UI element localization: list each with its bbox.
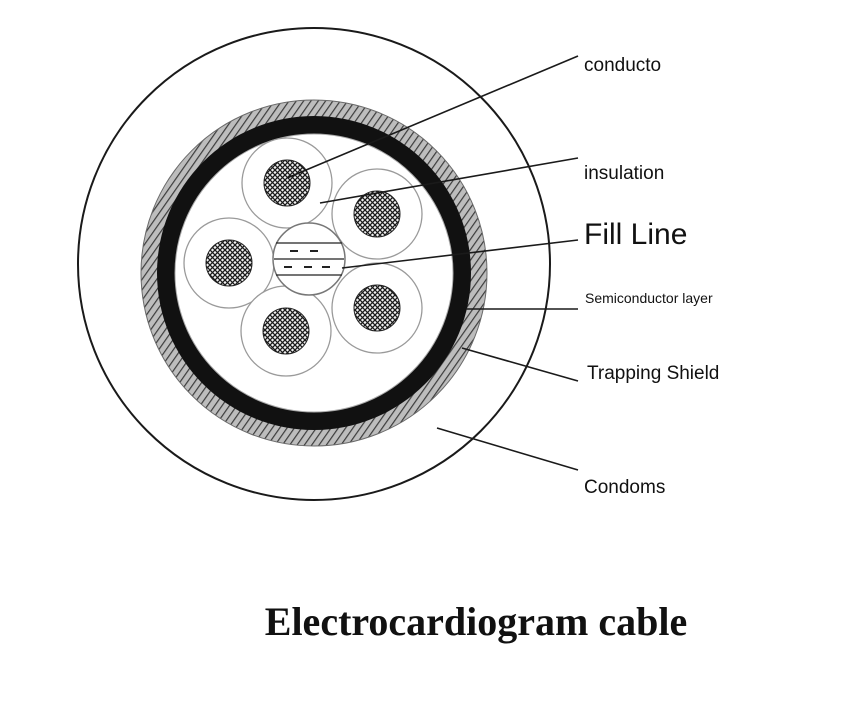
leader-insulation	[319, 157, 579, 204]
diagram-title: Electrocardiogram cable	[264, 599, 688, 644]
conductor-bottom	[240, 285, 332, 377]
label-semiconductor-layer: Semiconductor layer	[585, 290, 713, 306]
conductor-top	[241, 137, 333, 229]
conductor-left	[183, 217, 275, 309]
leader-conductor	[286, 55, 579, 179]
conductor-right-bottom	[331, 262, 423, 354]
label-condoms: Condoms	[584, 477, 666, 498]
leader-lines	[286, 55, 579, 471]
fill-line-core	[272, 222, 346, 296]
leader-fill-line	[341, 239, 579, 269]
label-trapping-shield: Trapping Shield	[587, 363, 720, 384]
leader-condoms	[436, 427, 579, 471]
label-insulation: insulation	[584, 163, 665, 184]
crop-mask-conductor	[668, 50, 708, 86]
crop-mask-insulation	[668, 158, 708, 194]
label-conductor: conducto	[584, 55, 662, 76]
leader-trapping-shield	[461, 347, 579, 382]
conductor-right-top	[331, 168, 423, 260]
label-fill-line: Fill Line	[584, 218, 688, 251]
crop-mask-condoms	[668, 472, 708, 508]
